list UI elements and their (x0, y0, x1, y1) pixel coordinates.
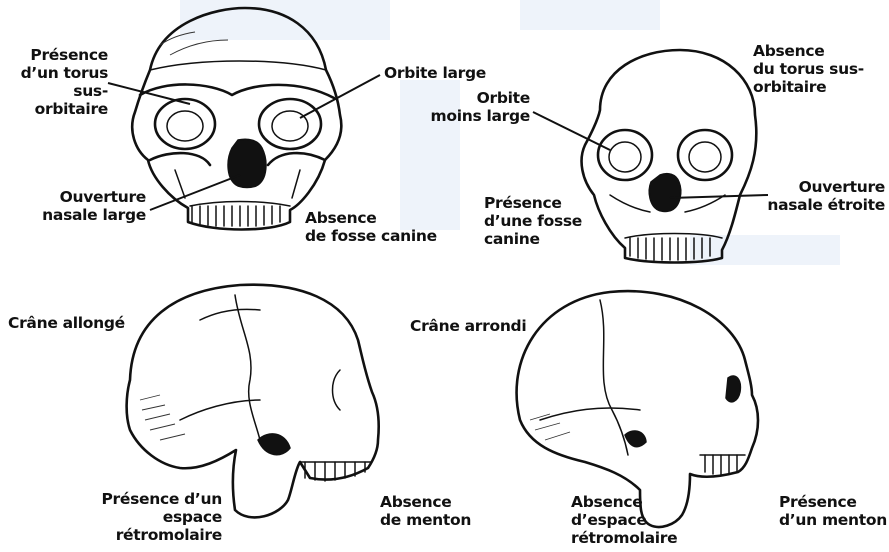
label-chin-present: Présence d’un menton (779, 493, 887, 529)
label-torus-absent: Absence du torus sus- orbitaire (753, 42, 864, 96)
label-chin-absent: Absence de menton (380, 493, 471, 529)
label-canine-fossa-absent: Absence de fosse canine (305, 209, 437, 245)
label-nasal-narrow: Ouverture nasale étroite (745, 178, 885, 214)
label-nasal-large: Ouverture nasale large (28, 188, 146, 224)
label-orbit-large: Orbite large (384, 64, 486, 82)
skull-modern-lateral (517, 291, 758, 527)
skull-modern-frontal (582, 50, 757, 263)
label-torus-present: Présence d’un torus sus-orbitaire (2, 46, 108, 118)
label-skull-elongated: Crâne allongé (8, 314, 125, 332)
label-orbit-narrower: Orbite moins large (418, 89, 530, 125)
label-canine-fossa-present: Présence d’une fosse canine (484, 194, 582, 248)
label-retromolar-space-absent: Absence d’espace rétromolaire (571, 493, 677, 547)
skull-archaic-frontal (132, 8, 341, 230)
label-skull-rounded: Crâne arrondi (410, 317, 526, 335)
skull-archaic-lateral (127, 285, 379, 518)
label-retromolar-space-present: Présence d’un espace rétromolaire (38, 490, 222, 544)
